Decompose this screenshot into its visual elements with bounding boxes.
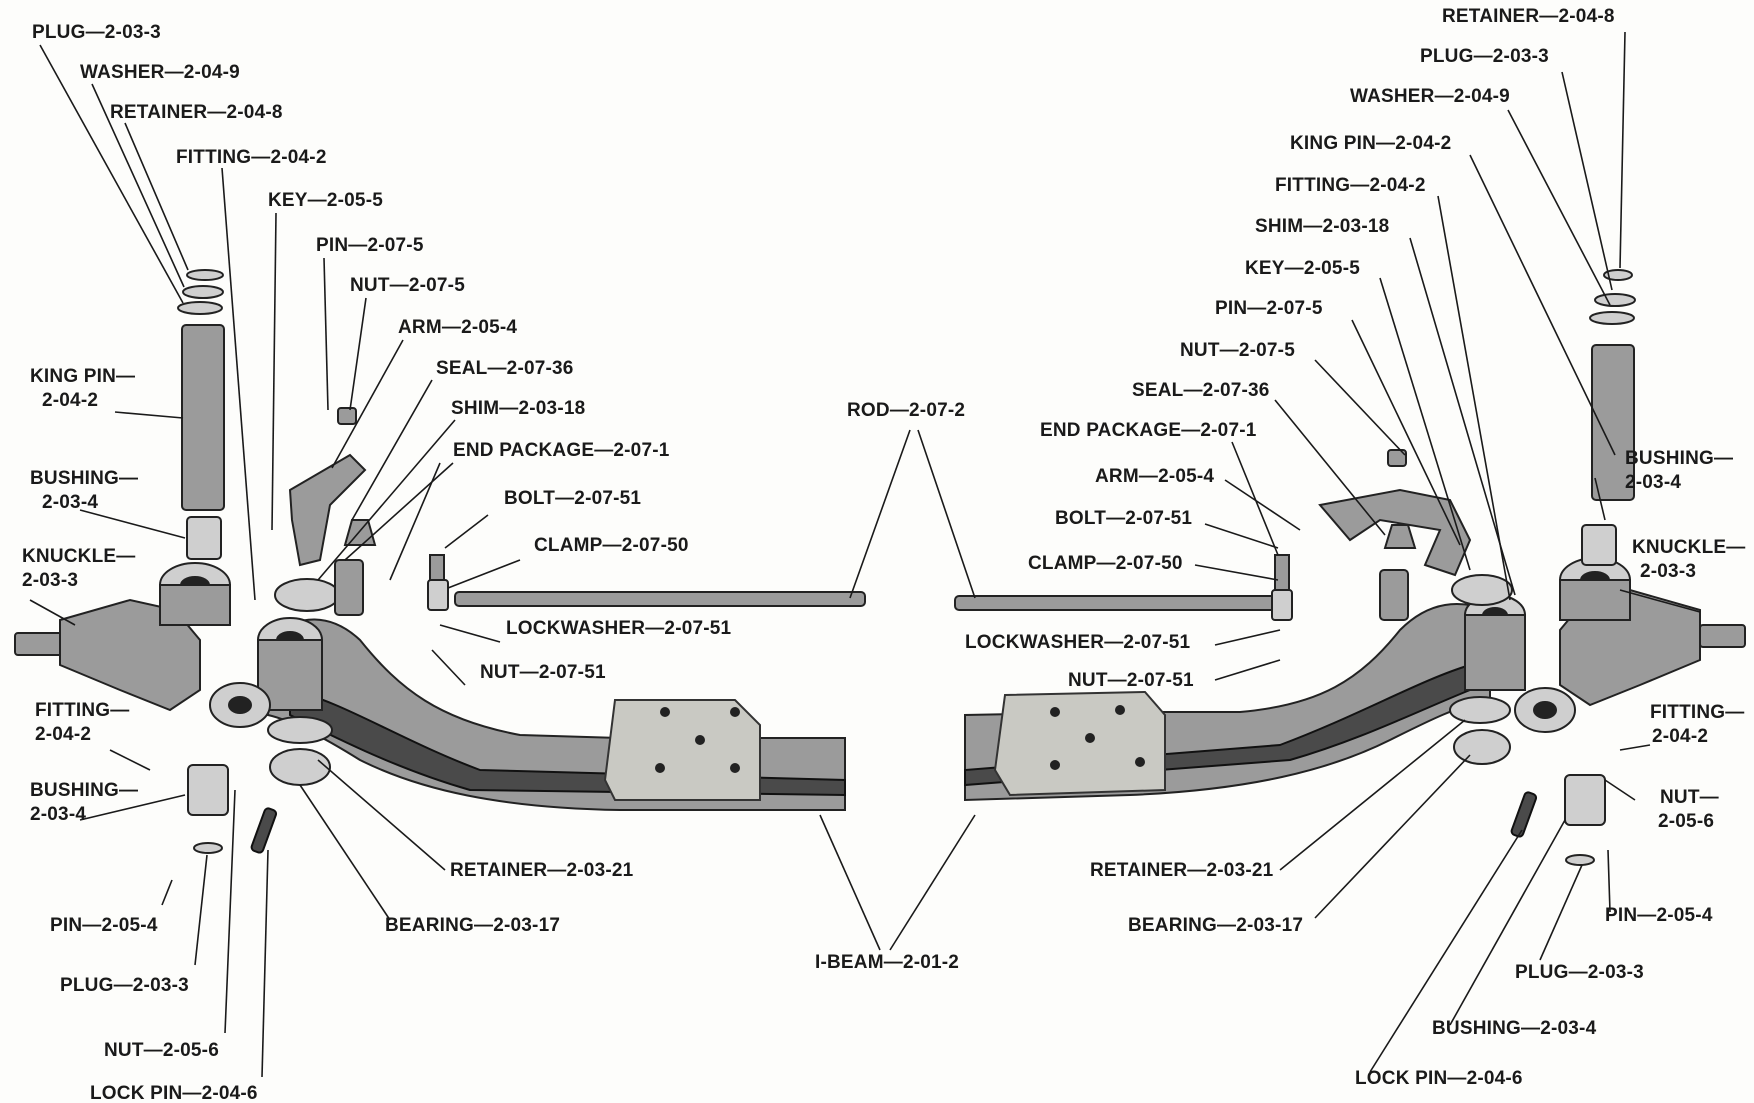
label-knuckle-right-a: KNUCKLE—	[1632, 537, 1746, 558]
left-i-beam	[257, 617, 846, 811]
label-king-pin-left-b: 2-04-2	[42, 390, 99, 411]
left-knuckle-assembly	[14, 269, 449, 854]
label-pin-207-right: PIN—2-07-5	[1215, 298, 1323, 319]
label-key-left: KEY—2-05-5	[268, 190, 383, 211]
label-lockwasher-right: LOCKWASHER—2-07-51	[965, 632, 1191, 653]
label-retainer-right-top: RETAINER—2-04-8	[1442, 6, 1615, 27]
label-nut-205-left: NUT—2-05-6	[104, 1040, 219, 1061]
label-pin-205-right: PIN—2-05-4	[1605, 905, 1713, 926]
label-fitting-left-top: FITTING—2-04-2	[176, 147, 327, 168]
label-retainer-left-top: RETAINER—2-04-8	[110, 102, 283, 123]
label-shim-left: SHIM—2-03-18	[451, 398, 586, 419]
label-knuckle-left-a: KNUCKLE—	[22, 546, 136, 567]
label-seal-left: SEAL—2-07-36	[436, 358, 574, 379]
label-lockwasher-left: LOCKWASHER—2-07-51	[506, 618, 732, 639]
label-nut-207-right: NUT—2-07-5	[1180, 340, 1295, 361]
label-bushing-left-bottom-a: BUSHING—	[30, 780, 139, 801]
label-bushing-right-top-b: 2-03-4	[1625, 472, 1682, 493]
label-nut-207-left: NUT—2-07-5	[350, 275, 465, 296]
label-plug-right-bottom: PLUG—2-03-3	[1515, 962, 1644, 983]
label-shim-right: SHIM—2-03-18	[1255, 216, 1390, 237]
label-bushing-left-top-a: BUSHING—	[30, 468, 139, 489]
label-fitting-left-bottom-a: FITTING—	[35, 700, 130, 721]
label-knuckle-left-b: 2-03-3	[22, 570, 79, 591]
label-nut-205-right-b: 2-05-6	[1658, 811, 1715, 832]
label-nut-207-51-left: NUT—2-07-51	[480, 662, 606, 683]
label-plug-left-top: PLUG—2-03-3	[32, 22, 161, 43]
label-bolt-right: BOLT—2-07-51	[1055, 508, 1193, 529]
label-pin-207-left: PIN—2-07-5	[316, 235, 424, 256]
label-end-package-left: END PACKAGE—2-07-1	[453, 440, 670, 461]
label-retainer-221-right: RETAINER—2-03-21	[1090, 860, 1274, 881]
label-fitting-right-bottom-a: FITTING—	[1650, 702, 1745, 723]
label-retainer-221-left: RETAINER—2-03-21	[450, 860, 634, 881]
label-clamp-right: CLAMP—2-07-50	[1028, 553, 1183, 574]
label-plug-left-bottom: PLUG—2-03-3	[60, 975, 189, 996]
label-nut-205-right-a: NUT—	[1660, 787, 1719, 808]
label-bolt-left: BOLT—2-07-51	[504, 488, 642, 509]
tie-rods	[454, 591, 1286, 611]
right-knuckle-assembly	[1271, 269, 1746, 866]
label-bushing-left-top-b: 2-03-4	[42, 492, 99, 513]
label-washer-left: WASHER—2-04-9	[80, 62, 240, 83]
label-bushing-right-bottom: BUSHING—2-03-4	[1432, 1018, 1597, 1039]
label-king-pin-left-a: KING PIN—	[30, 366, 136, 387]
label-bushing-left-bottom-b: 2-03-4	[30, 804, 87, 825]
label-end-package-right: END PACKAGE—2-07-1	[1040, 420, 1257, 441]
label-fitting-right-bottom-b: 2-04-2	[1652, 726, 1709, 747]
right-leader-lines	[1194, 31, 1701, 1073]
label-key-right: KEY—2-05-5	[1245, 258, 1360, 279]
label-clamp-left: CLAMP—2-07-50	[534, 535, 689, 556]
label-lock-pin-right: LOCK PIN—2-04-6	[1355, 1068, 1523, 1089]
left-leader-lines	[29, 44, 976, 1078]
label-pin-205-left: PIN—2-05-4	[50, 915, 158, 936]
label-bearing-right: BEARING—2-03-17	[1128, 915, 1304, 936]
label-rod: ROD—2-07-2	[847, 400, 966, 421]
label-bushing-right-top-a: BUSHING—	[1625, 448, 1734, 469]
label-bearing-left: BEARING—2-03-17	[385, 915, 561, 936]
right-i-beam	[964, 594, 1526, 802]
label-king-pin-right: KING PIN—2-04-2	[1290, 133, 1452, 154]
label-lock-pin-left: LOCK PIN—2-04-6	[90, 1083, 258, 1103]
label-seal-right: SEAL—2-07-36	[1132, 380, 1270, 401]
label-washer-right: WASHER—2-04-9	[1350, 86, 1510, 107]
label-arm-left: ARM—2-05-4	[398, 317, 518, 338]
label-plug-right-top: PLUG—2-03-3	[1420, 46, 1549, 67]
label-nut-207-51-right: NUT—2-07-51	[1068, 670, 1194, 691]
label-fitting-left-bottom-b: 2-04-2	[35, 724, 92, 745]
label-fitting-right-top: FITTING—2-04-2	[1275, 175, 1426, 196]
label-i-beam: I-BEAM—2-01-2	[815, 952, 960, 973]
label-arm-right: ARM—2-05-4	[1095, 466, 1215, 487]
label-knuckle-right-b: 2-03-3	[1640, 561, 1697, 582]
